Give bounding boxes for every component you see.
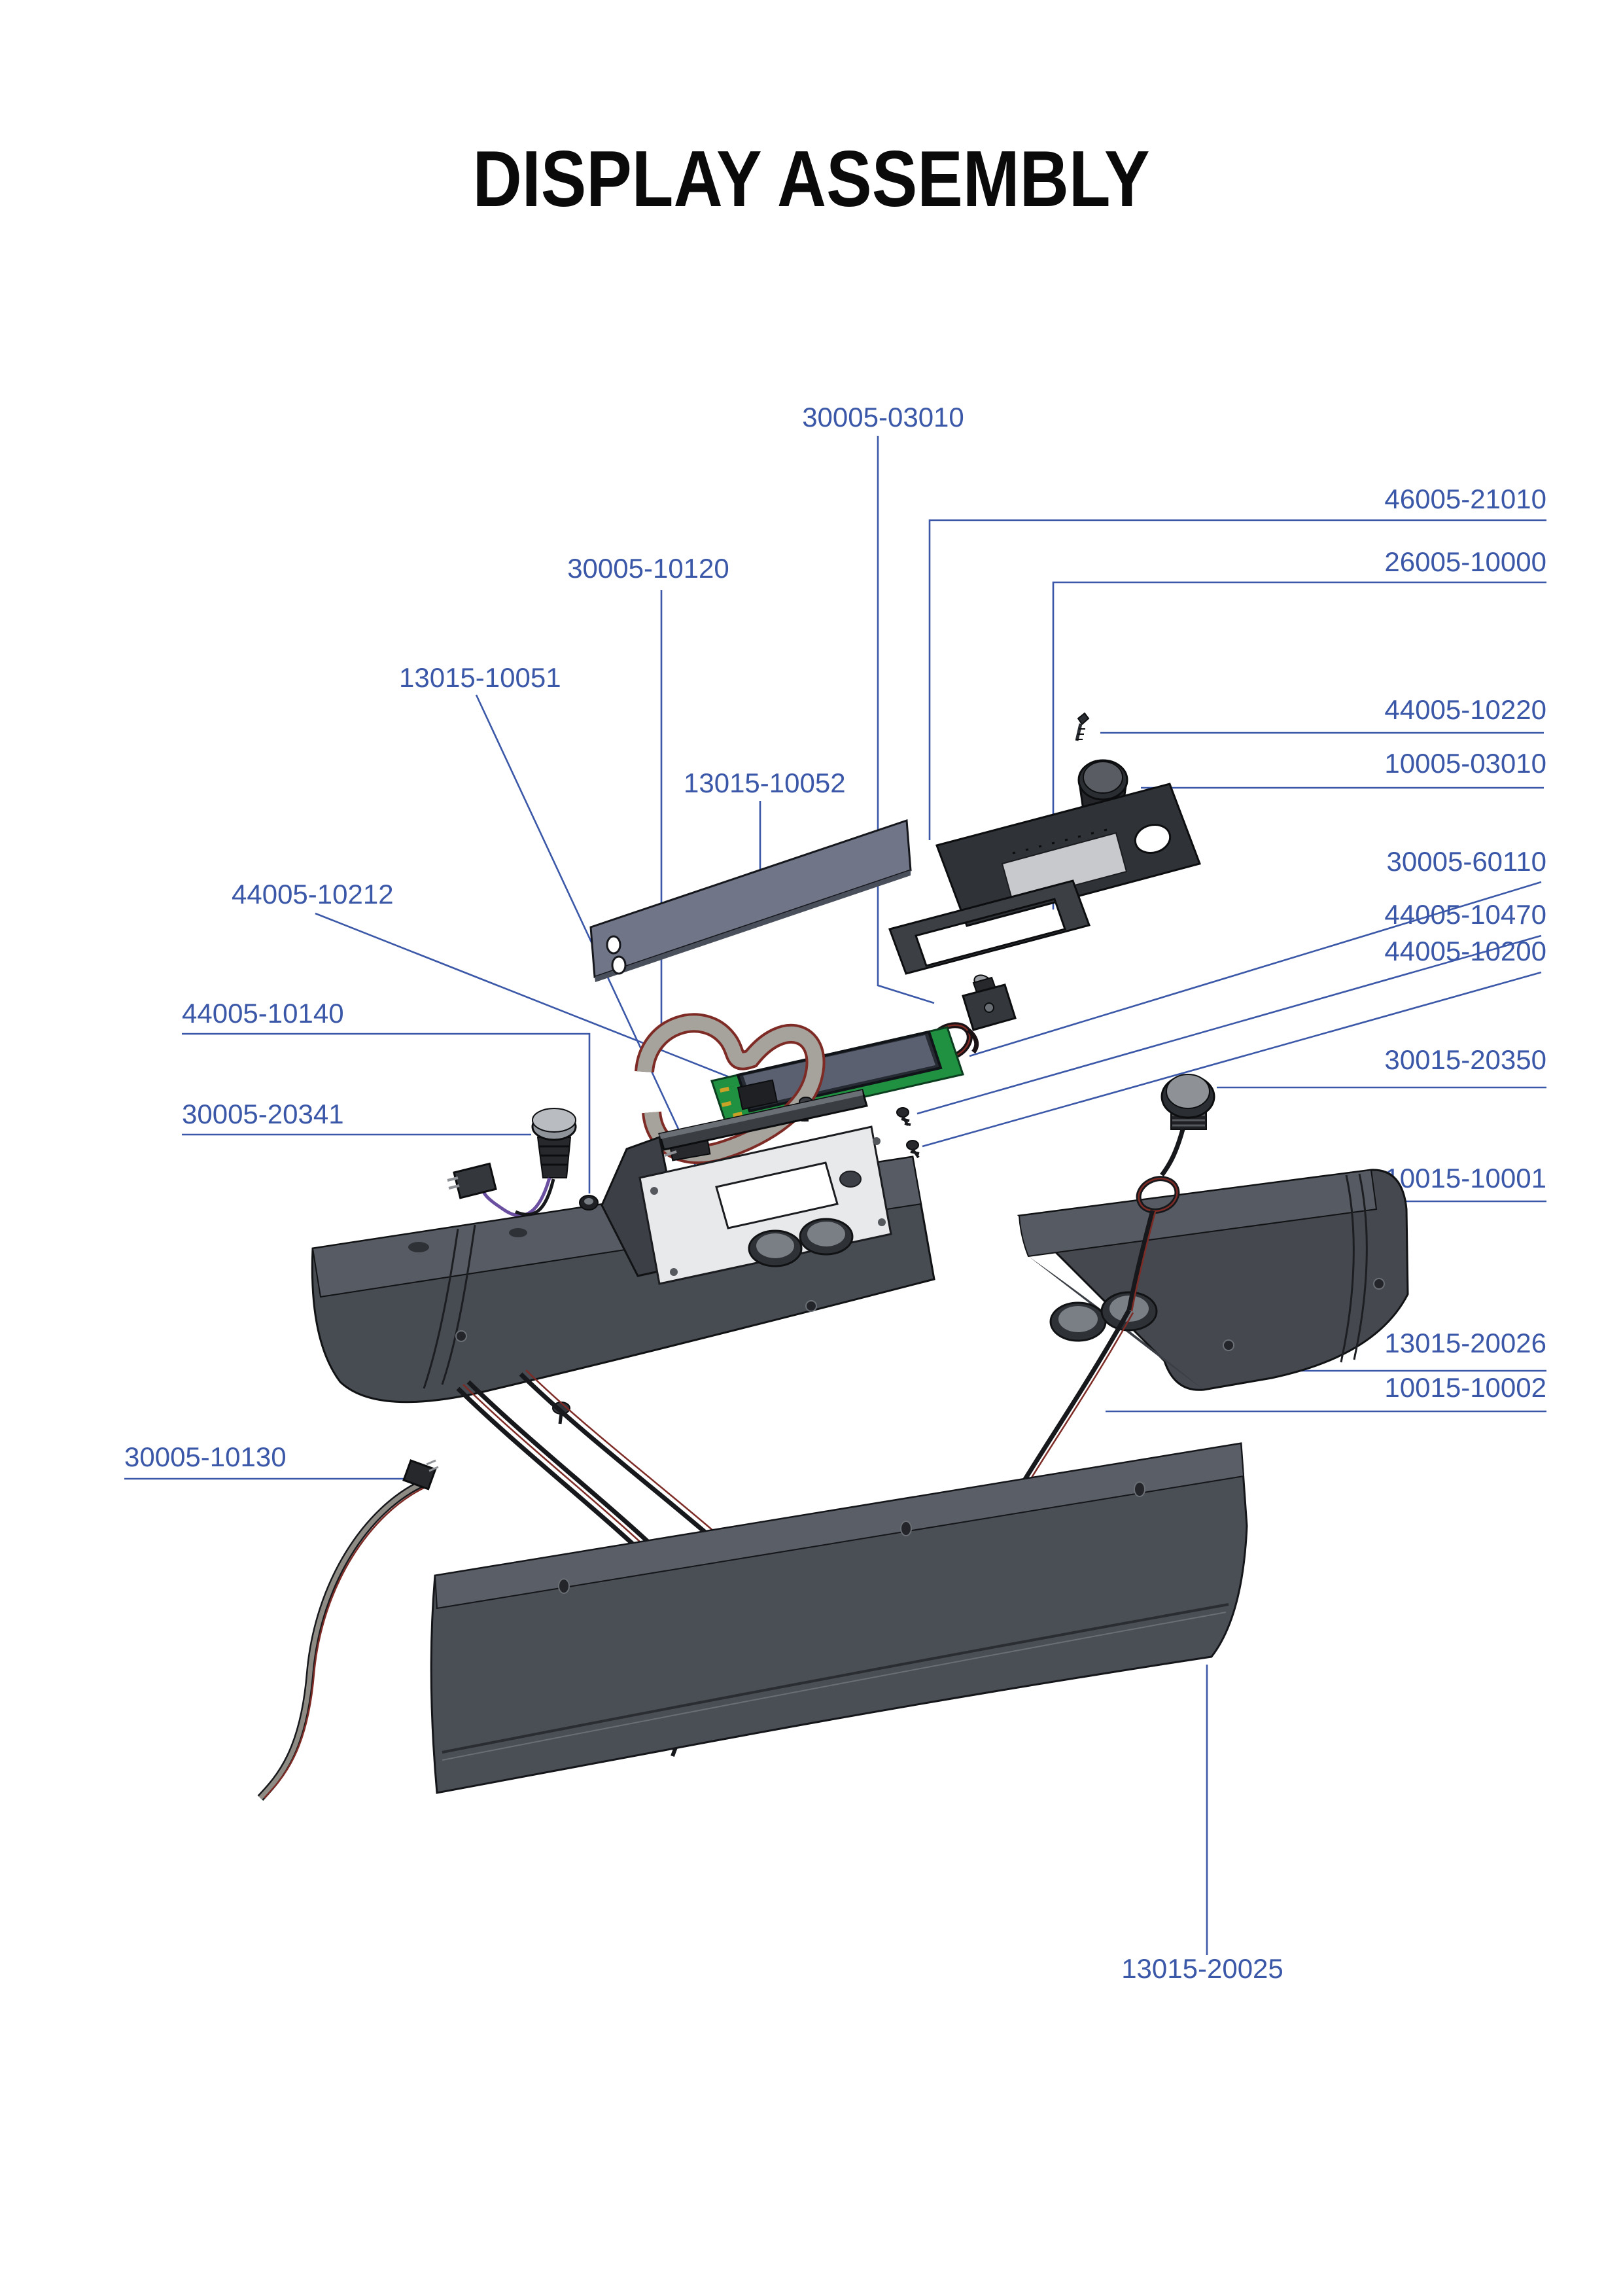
speaker-plate-part xyxy=(589,819,912,982)
knob-screw-part xyxy=(1075,712,1090,741)
part-label-13015-20026: 13015-20026 xyxy=(1384,1328,1546,1358)
part-label-13015-20025: 13015-20025 xyxy=(1121,1953,1283,1984)
console-bottom-cover-part xyxy=(430,1442,1248,1794)
leader-46005-21010 xyxy=(928,519,1546,840)
display-bezel-part xyxy=(888,879,1091,975)
part-label-30005-20341: 30005-20341 xyxy=(182,1099,344,1129)
part-label-44005-10470: 44005-10470 xyxy=(1384,899,1546,930)
part-labels: 30005-03010 46005-21010 26005-10000 3000… xyxy=(124,402,1546,1984)
console-right-module-part xyxy=(1017,1169,1409,1391)
part-label-13015-10052: 13015-10052 xyxy=(684,768,846,798)
part-label-44005-10220: 44005-10220 xyxy=(1384,694,1546,725)
safety-key-part xyxy=(447,1108,577,1218)
part-label-44005-10140: 44005-10140 xyxy=(182,998,344,1029)
part-label-30005-60110: 30005-60110 xyxy=(1387,846,1546,877)
part-label-10015-10002: 10015-10002 xyxy=(1384,1372,1546,1403)
part-label-46005-21010: 46005-21010 xyxy=(1384,484,1546,514)
part-label-10005-03010: 10005-03010 xyxy=(1384,748,1546,779)
part-label-26005-10000: 26005-10000 xyxy=(1384,546,1546,577)
grommet-part xyxy=(579,1195,599,1210)
screw-a-part xyxy=(896,1107,911,1126)
part-label-44005-10212: 44005-10212 xyxy=(232,879,394,910)
part-label-30005-10130: 30005-10130 xyxy=(124,1441,287,1472)
leader-26005-10000 xyxy=(1052,581,1546,910)
part-label-30005-03010: 30005-03010 xyxy=(802,402,964,433)
leader-44005-10200 xyxy=(922,971,1542,1148)
leader-44005-10140 xyxy=(182,1033,591,1193)
button-harness-part xyxy=(1010,1129,1185,1503)
leader-30005-60110 xyxy=(969,881,1542,1057)
console-top-cover-part xyxy=(311,1125,935,1424)
part-label-30005-10120: 30005-10120 xyxy=(567,553,729,584)
part-label-44005-10200: 44005-10200 xyxy=(1384,936,1546,966)
part-label-10015-10001: 10015-10001 xyxy=(1384,1163,1546,1193)
display-overlay-part xyxy=(935,783,1201,927)
screw-b-part xyxy=(906,1140,920,1159)
lens-strip-part xyxy=(658,1089,868,1151)
part-label-30015-20350: 30015-20350 xyxy=(1384,1044,1546,1075)
leader-44005-10470 xyxy=(916,934,1542,1115)
part-label-13015-10051: 13015-10051 xyxy=(399,662,561,693)
ribbon-cable-part xyxy=(635,1013,826,1165)
page-title: DISPLAY ASSEMBLY xyxy=(473,134,1150,223)
leader-30005-03010 xyxy=(877,436,935,1004)
lower-cable-part xyxy=(257,1459,439,1801)
leader-44005-10212 xyxy=(315,912,803,1107)
button-part xyxy=(1161,1074,1215,1130)
